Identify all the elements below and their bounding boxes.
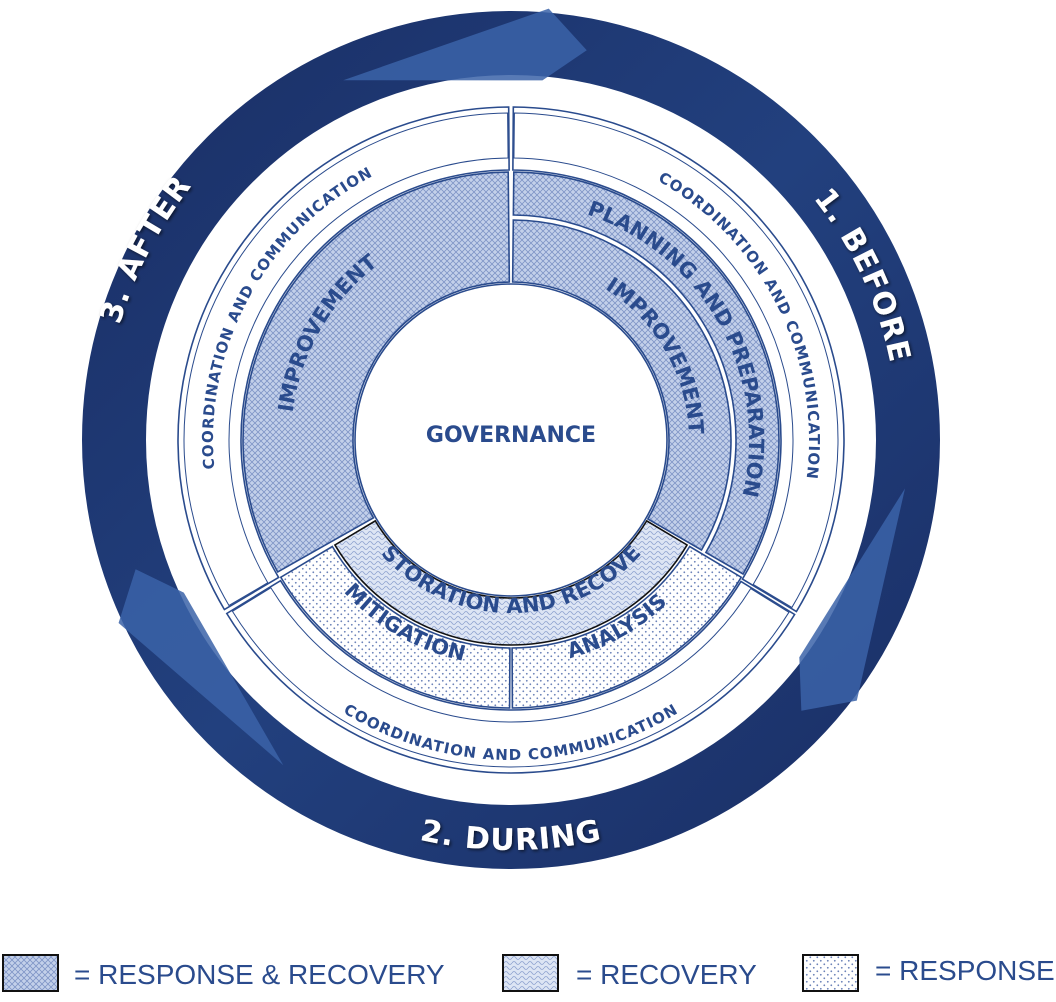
cycle-arrows — [118, 8, 906, 766]
legend-label-response-recovery: = RESPONSE & RECOVERY — [74, 959, 445, 990]
governance-label: GOVERNANCE — [426, 423, 596, 448]
process-segments — [242, 171, 780, 709]
legend-swatch-recovery — [502, 954, 559, 992]
legend-swatch-response-recovery — [2, 954, 59, 992]
legend-label-recovery: = RECOVERY — [576, 959, 757, 990]
coordination-ring — [177, 106, 845, 774]
legend: = RESPONSE & RECOVERY = RECOVERY = RESPO… — [2, 954, 1055, 992]
legend-swatch-response — [802, 954, 859, 992]
legend-label-response: = RESPONSE — [875, 955, 1055, 986]
